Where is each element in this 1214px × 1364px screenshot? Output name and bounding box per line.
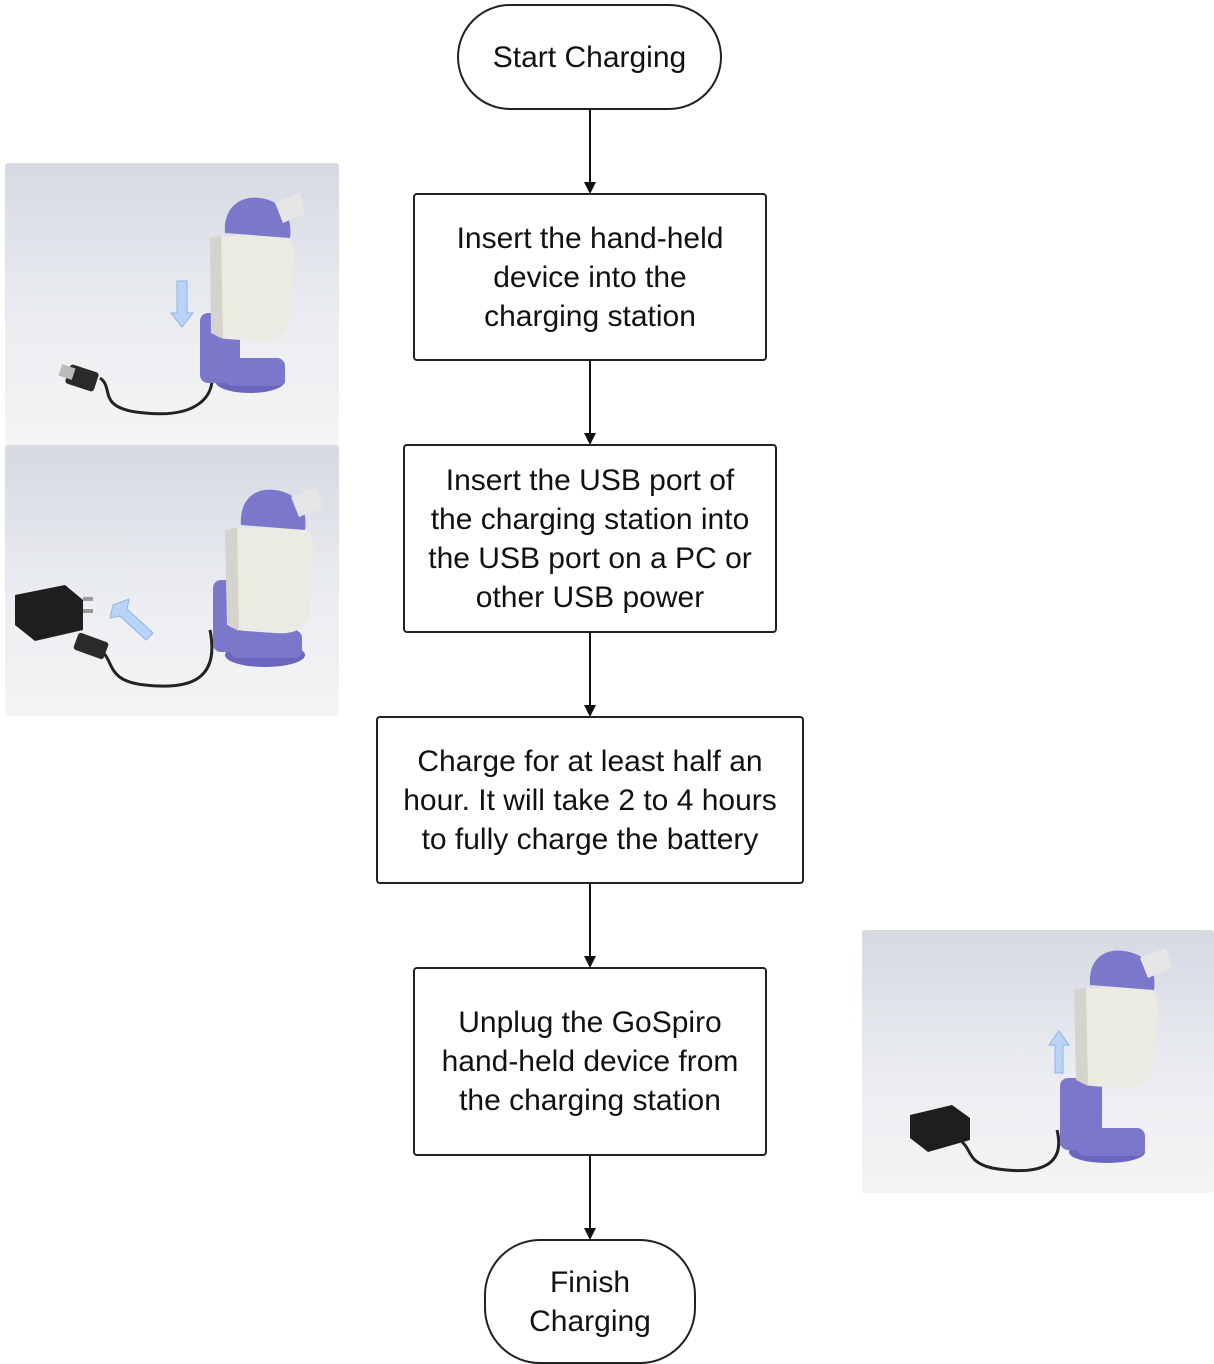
step-3-label: Charge for at least half an hour. It wil… [403, 744, 777, 856]
finish-label: Finish Charging [529, 1265, 651, 1338]
power-adapter-icon [910, 1105, 970, 1152]
up-arrow-icon [1048, 1030, 1070, 1074]
start-label: Start Charging [492, 40, 687, 74]
step-1-label: Insert the hand-held device into the cha… [456, 221, 724, 333]
finish-terminal: Finish Charging [484, 1239, 696, 1364]
step-charge: Charge for at least half an hour. It wil… [376, 716, 804, 884]
illustration-unplug-device [862, 930, 1214, 1193]
illustration-usb-power [5, 445, 339, 716]
power-adapter-icon [15, 585, 93, 641]
step-insert-device: Insert the hand-held device into the cha… [413, 193, 767, 361]
usb-plug-icon [58, 364, 99, 392]
step-2-label: Insert the USB port of the charging stat… [428, 463, 752, 614]
step-insert-usb: Insert the USB port of the charging stat… [403, 444, 777, 633]
illustration-insert-device [5, 163, 339, 445]
diagonal-arrow-icon [109, 598, 154, 641]
start-terminal: Start Charging [457, 4, 722, 110]
down-arrow-icon [169, 280, 195, 328]
step-4-label: Unplug the GoSpiro hand-held device from… [441, 1006, 739, 1117]
step-unplug: Unplug the GoSpiro hand-held device from… [413, 967, 767, 1156]
